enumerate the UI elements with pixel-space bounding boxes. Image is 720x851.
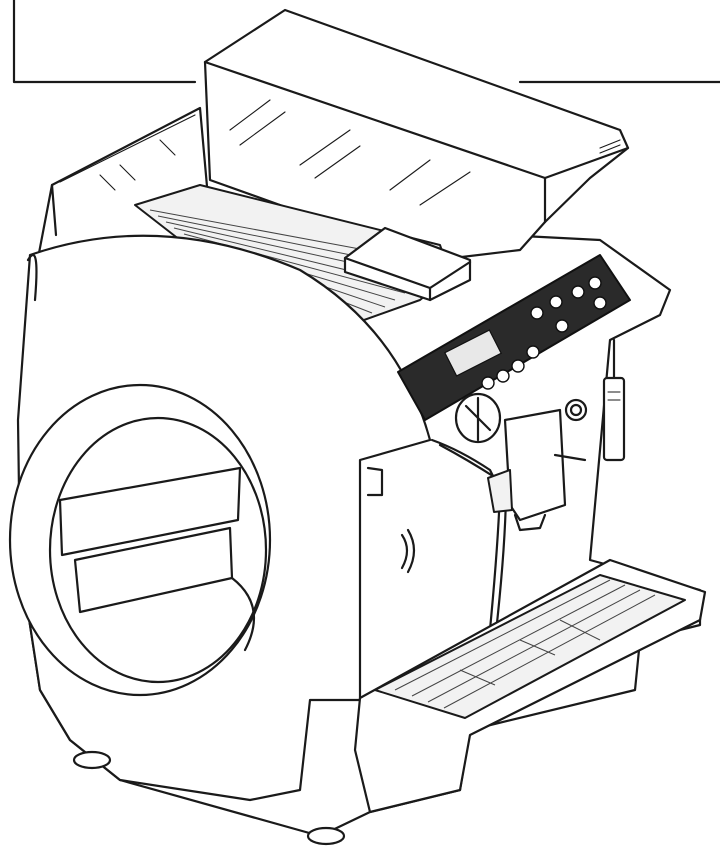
- panel-button: [481, 376, 495, 390]
- panel-buttons: [481, 276, 607, 390]
- bean-hopper: [203, 8, 630, 264]
- front-lever: [366, 466, 416, 574]
- panel-button: [496, 369, 510, 383]
- hot-water-tube: [602, 338, 626, 462]
- panel-button: [588, 276, 602, 290]
- top-box: [343, 226, 472, 302]
- panel-button: [593, 296, 607, 310]
- panel-button: [549, 295, 563, 309]
- panel-button: [530, 306, 544, 320]
- side-door: [8, 234, 432, 802]
- machine-feet: [72, 750, 346, 846]
- panel-button: [526, 345, 540, 359]
- drip-tray: [353, 558, 707, 814]
- steam-knob: [454, 392, 588, 444]
- panel-button: [555, 319, 569, 333]
- callout-frame: [12, 0, 720, 84]
- panel-display: [444, 329, 502, 377]
- panel-button: [511, 359, 525, 373]
- panel-button: [571, 285, 585, 299]
- control-panel: [397, 254, 631, 421]
